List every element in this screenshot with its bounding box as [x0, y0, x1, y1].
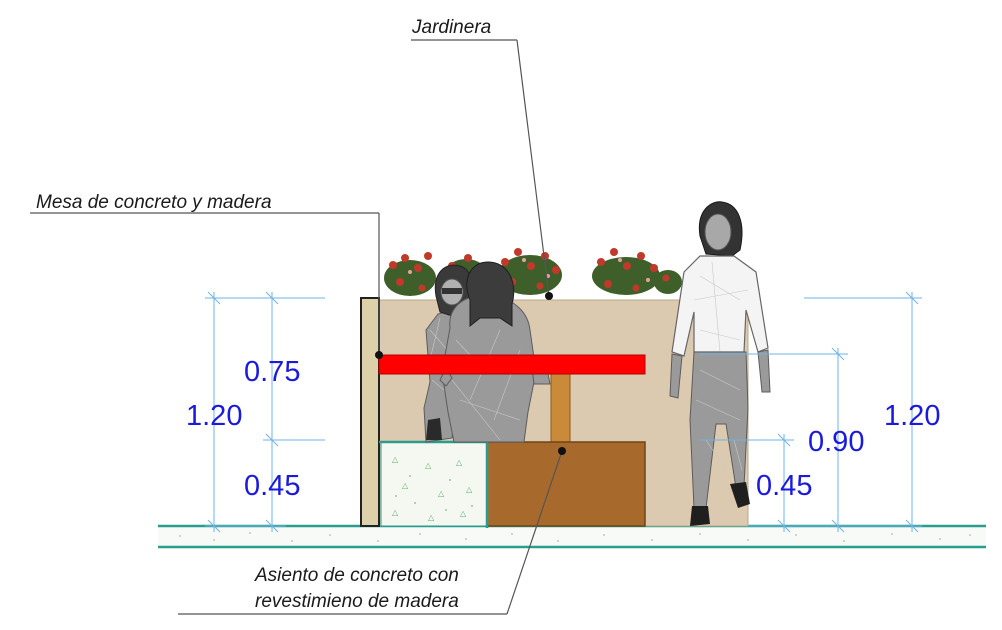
svg-text:△: △ — [428, 513, 435, 522]
label-planter: Jardinera — [411, 17, 491, 38]
svg-text:△: △ — [392, 455, 399, 464]
svg-text:△: △ — [460, 509, 467, 518]
svg-text:△: △ — [438, 489, 445, 498]
svg-text:△: △ — [392, 508, 399, 517]
dimension-left-total: 1.20 — [186, 400, 242, 432]
table-top — [378, 354, 646, 375]
planter-flowers — [384, 248, 682, 296]
label-seat-line2: revestimieno de madera — [255, 591, 459, 612]
label-seat-line1: Asiento de concreto con — [254, 565, 459, 586]
dimension-lines-left — [205, 291, 325, 533]
dimension-right-total: 1.20 — [884, 400, 940, 432]
standing-person — [669, 201, 771, 526]
svg-text:△: △ — [402, 481, 409, 490]
svg-text:△: △ — [425, 461, 432, 470]
leader-planter — [411, 39, 553, 300]
svg-text:△: △ — [456, 458, 463, 467]
dimension-left-upper: 0.75 — [244, 356, 300, 388]
dimension-lines-right — [700, 291, 922, 533]
leader-table — [30, 212, 383, 359]
label-table: Mesa de concreto y madera — [36, 192, 272, 213]
dimension-right-mid: 0.90 — [808, 426, 864, 458]
leader-seat — [178, 447, 566, 615]
table-leg — [550, 373, 571, 443]
ground — [158, 524, 986, 549]
svg-text:△: △ — [466, 485, 473, 494]
table-end-post — [360, 297, 380, 527]
concrete-seat: △ △ △ △ △ △ △ △ △ — [379, 440, 489, 528]
dimension-left-lower: 0.45 — [244, 470, 300, 502]
wooden-seat — [486, 441, 646, 527]
dimension-right-lower: 0.45 — [756, 470, 812, 502]
